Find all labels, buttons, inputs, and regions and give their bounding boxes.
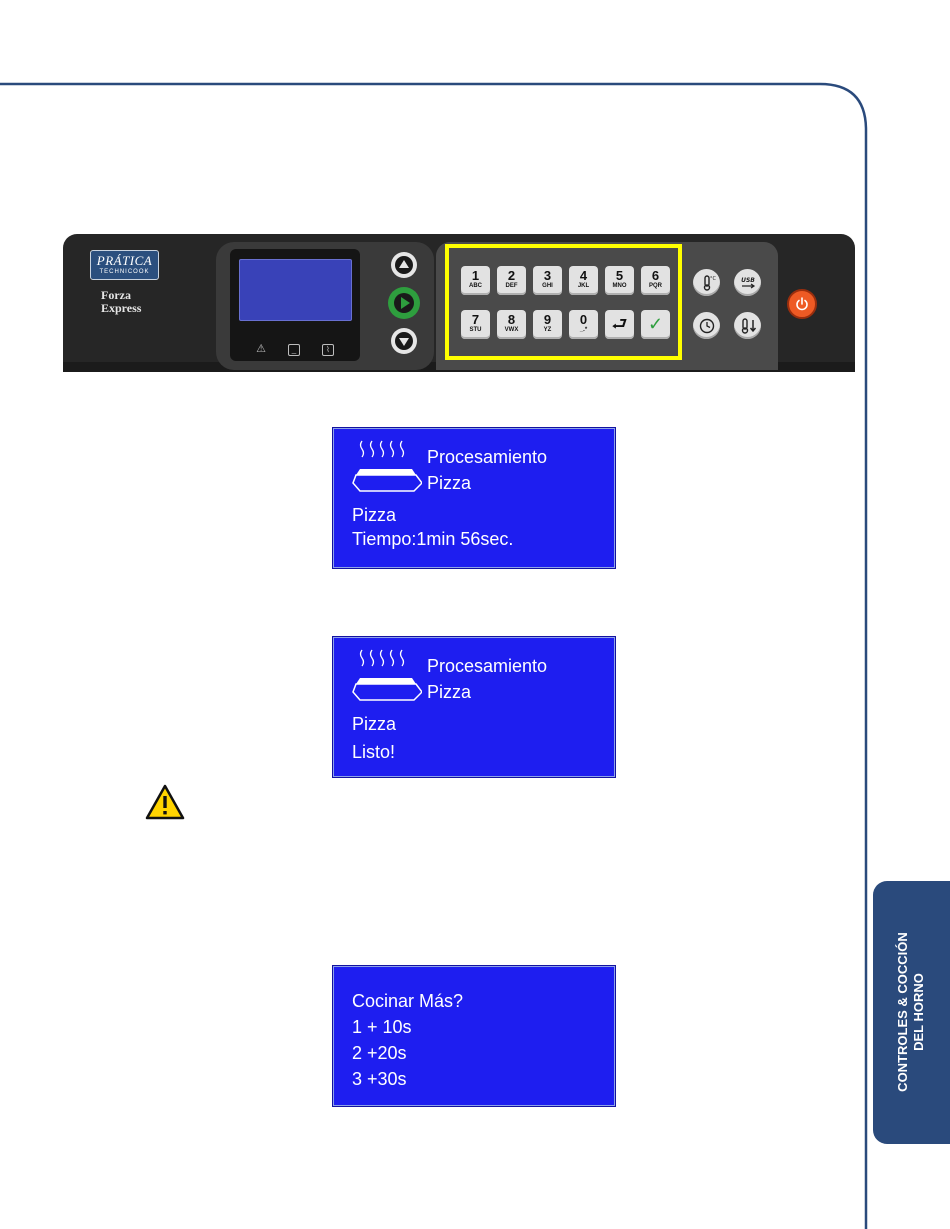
brand-logo: PRÁTICA TECHNICOOK: [90, 250, 159, 280]
lcd-status: Listo!: [352, 742, 395, 762]
heating-indicator-icon: ⌇: [322, 344, 334, 356]
arrow-up-button[interactable]: [391, 252, 417, 278]
start-button[interactable]: [388, 287, 420, 319]
lcd-option-3: 3 +30s: [352, 1069, 407, 1089]
lcd-option-2: 2 +20s: [352, 1043, 407, 1063]
check-icon: ✓: [641, 310, 670, 339]
cooking-steam-icon: [352, 648, 422, 704]
usb-icon: USB: [738, 274, 758, 292]
lcd-prompt: Cocinar Más?: [352, 991, 463, 1011]
lcd-processing-screen: Procesamiento Pizza Pizza Tiempo:1min 56…: [333, 428, 615, 568]
triangle-down-icon: [391, 328, 417, 354]
triangle-up-icon: [391, 252, 417, 278]
keypad-highlight: [445, 244, 682, 360]
clock-icon: [698, 317, 716, 335]
play-icon: [388, 287, 420, 319]
lcd-done-screen: Procesamiento Pizza Pizza Listo!: [333, 637, 615, 777]
key-0[interactable]: 0_.*: [569, 310, 598, 339]
back-button[interactable]: ⮐: [605, 310, 634, 339]
lcd-recipe: Pizza: [352, 714, 396, 734]
alarm-warning-icon: ⚠: [254, 342, 268, 356]
lcd-time: Tiempo:1min 56sec.: [352, 529, 513, 549]
warning-icon: [145, 784, 185, 820]
timer-button[interactable]: [693, 312, 720, 339]
thermometer-icon: °C: [698, 274, 716, 292]
panel-lcd-screen: [239, 259, 352, 321]
model-name: Forza Express: [101, 289, 141, 315]
lcd-title-line2: Pizza: [427, 682, 471, 702]
preheat-button[interactable]: [734, 312, 761, 339]
tray-indicator-icon: _: [288, 344, 300, 356]
cooking-steam-icon: [352, 439, 422, 495]
temperature-button[interactable]: °C: [693, 269, 720, 296]
return-arrow-icon: ⮐: [605, 310, 634, 339]
svg-text:USB: USB: [741, 277, 755, 284]
svg-text:°C: °C: [710, 276, 716, 282]
lcd-cook-more-screen: Cocinar Más? 1 + 10s 2 +20s 3 +30s: [333, 966, 615, 1106]
power-icon: [794, 296, 810, 312]
arrow-down-button[interactable]: [391, 328, 417, 354]
brand-subtitle: TECHNICOOK: [91, 269, 158, 276]
brand-name: PRÁTICA: [91, 253, 158, 269]
power-button[interactable]: [787, 289, 817, 319]
lcd-title-line2: Pizza: [427, 473, 471, 493]
thermometer-down-icon: [738, 317, 758, 335]
lcd-option-1: 1 + 10s: [352, 1017, 412, 1037]
lcd-recipe: Pizza: [352, 505, 396, 525]
usb-button[interactable]: USB: [734, 269, 761, 296]
lcd-title-line1: Procesamiento: [427, 656, 547, 676]
lcd-title-line1: Procesamiento: [427, 447, 547, 467]
confirm-button[interactable]: ✓: [641, 310, 670, 339]
